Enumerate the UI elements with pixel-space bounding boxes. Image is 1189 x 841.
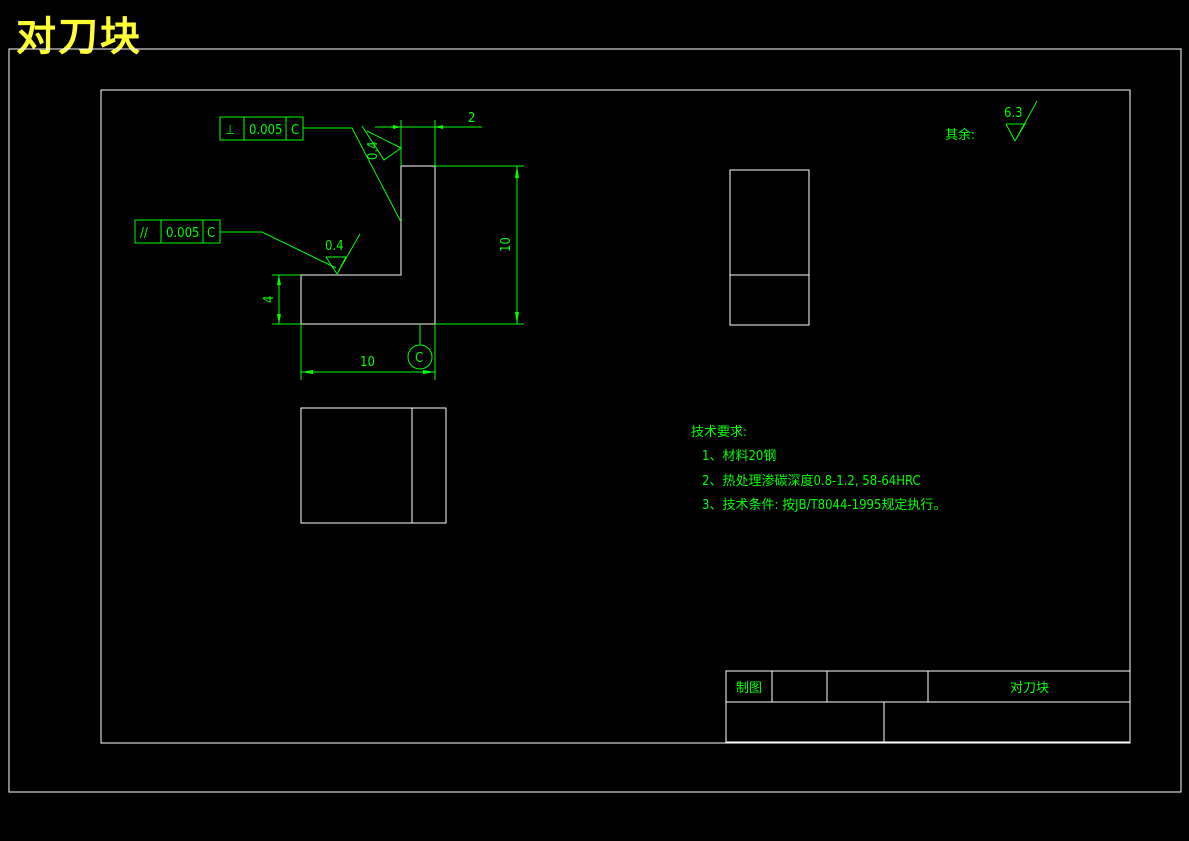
arrowhead (435, 125, 443, 129)
roughness-top-value: 0.4 (366, 141, 381, 160)
main-view (300, 165, 436, 325)
title-block: 制图 对刀块 (725, 670, 1131, 743)
dim-height-label: 10 (499, 237, 514, 252)
tech-req-heading: 技术要求: (691, 425, 747, 440)
tech-req-item: 1、材料20钢 (702, 449, 776, 464)
parallelism-datum: C (207, 226, 215, 241)
arrowhead (515, 312, 519, 324)
parallelism-leader (220, 231, 337, 269)
title-block-drafter: 制图 (736, 681, 762, 696)
roughness-symbol-leg (325, 256, 338, 275)
roughness-symbol (326, 233, 361, 275)
roughness-remaining-value: 6.3 (1004, 106, 1023, 121)
parallelism-frame: // 0.005 C (134, 219, 337, 269)
bottom-view-outline (300, 407, 447, 524)
block-profile (300, 165, 436, 325)
tech-req-item: 2、热处理渗碳深度0.8-1.2, 58-64HRC (702, 473, 921, 489)
side-view (729, 169, 810, 326)
parallelism-symbol: // (140, 226, 148, 241)
arrowhead (277, 314, 281, 324)
roughness-step-value: 0.4 (325, 239, 344, 254)
roughness-symbol-leg (1005, 123, 1016, 142)
outer-frame (8, 48, 1182, 793)
side-view-outline (729, 169, 810, 326)
dim-width: 10 (300, 324, 436, 380)
dim-step-height: 4 (262, 274, 301, 325)
datum-c: C (407, 324, 433, 370)
roughness-remaining: 其余: 6.3 (945, 100, 1038, 143)
perpendicularity-leader (303, 127, 402, 223)
arrowhead (423, 370, 435, 374)
roughness-symbol (361, 125, 402, 161)
datum-circle (407, 344, 433, 370)
roughness-top-face: 0.4 (361, 125, 402, 161)
dim-step-height-label: 4 (262, 296, 277, 303)
dim-top-offset: 2 (375, 111, 482, 166)
drawing-title: 对刀块 (16, 13, 142, 60)
roughness-symbol (1006, 100, 1038, 142)
perpendicularity-frame: ⊥ 0.005 C (219, 116, 402, 223)
dim-width-label: 10 (360, 355, 375, 370)
dim-height: 10 (435, 165, 524, 325)
inner-frame (100, 89, 1131, 744)
dim-top-offset-label: 2 (468, 111, 475, 126)
tech-req-item: 3、技术条件: 按JB/T8044-1995规定执行。 (702, 497, 946, 513)
title-block-part-name: 对刀块 (1010, 681, 1049, 696)
datum-c-label: C (415, 351, 423, 366)
technical-requirements: 技术要求: 1、材料20钢 2、热处理渗碳深度0.8-1.2, 58-64HRC… (691, 425, 946, 513)
roughness-step-face: 0.4 (325, 233, 361, 275)
arrowhead (515, 166, 519, 178)
perpendicularity-value: 0.005 (249, 123, 282, 138)
perpendicularity-symbol: ⊥ (225, 123, 235, 138)
arrowhead (393, 125, 401, 129)
perpendicularity-datum: C (291, 123, 299, 138)
parallelism-value: 0.005 (166, 226, 199, 241)
arrowhead (277, 275, 281, 285)
bottom-view (300, 407, 447, 524)
roughness-remaining-label: 其余: (945, 127, 975, 143)
arrowhead (301, 370, 313, 374)
